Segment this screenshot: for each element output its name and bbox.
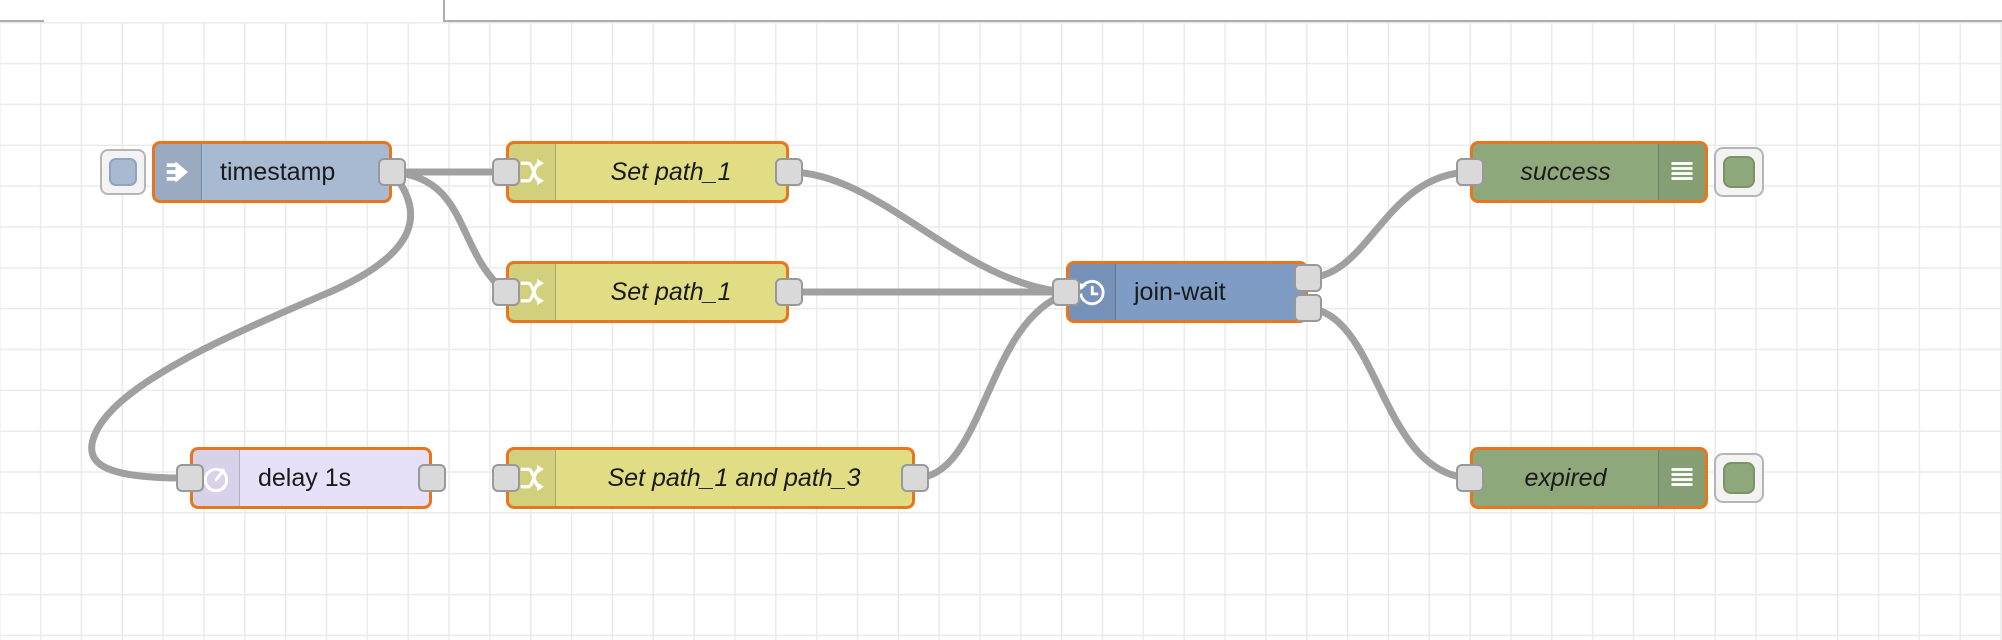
node-change-set-path1-b[interactable]: Set path_1 — [506, 261, 789, 323]
debug-lines-icon — [1658, 144, 1705, 200]
node-label-set-path1-b: Set path_1 — [610, 277, 732, 306]
flow-canvas[interactable]: timestamp Set path_1 Set path_1 — [0, 22, 2002, 640]
wire-join-to-success — [1304, 168, 1474, 282]
debug-button-inner — [1723, 462, 1755, 494]
flow-tab-bar[interactable] — [0, 0, 2002, 22]
wire-layer — [88, 168, 1474, 482]
port-input-set-path1-path3[interactable] — [492, 464, 520, 492]
wire-inject-to-set-b — [388, 168, 510, 296]
port-output-set-path1-path3[interactable] — [901, 464, 929, 492]
node-delay-1s[interactable]: delay 1s — [190, 447, 432, 509]
node-change-set-path1-path3[interactable]: Set path_1 and path_3 — [506, 447, 915, 509]
port-input-debug-expired[interactable] — [1456, 464, 1484, 492]
port-input-join-wait[interactable] — [1052, 278, 1080, 306]
wire-set-c-to-join — [911, 290, 1070, 482]
wire-join-to-expired — [1304, 304, 1474, 482]
port-output-delay-1s[interactable] — [418, 464, 446, 492]
port-input-set-path1-b[interactable] — [492, 278, 520, 306]
port-output-1-join-wait[interactable] — [1294, 294, 1322, 322]
node-label-debug-expired: expired — [1524, 463, 1607, 492]
debug-lines-icon — [1658, 450, 1705, 506]
port-output-set-path1-b[interactable] — [775, 278, 803, 306]
port-output-0-join-wait[interactable] — [1294, 264, 1322, 292]
node-label-timestamp: timestamp — [220, 157, 336, 186]
node-debug-success[interactable]: success — [1470, 141, 1708, 203]
flow-tab-left-partial[interactable] — [0, 0, 44, 22]
flow-tab-right-partial[interactable] — [443, 0, 2002, 22]
debug-toggle-button-expired[interactable] — [1714, 453, 1764, 503]
node-label-join-wait: join-wait — [1134, 277, 1226, 306]
inject-trigger-button[interactable] — [100, 149, 146, 195]
inject-arrow-icon — [155, 144, 202, 200]
node-label-delay-1s: delay 1s — [258, 463, 352, 492]
node-join-wait[interactable]: join-wait — [1066, 261, 1308, 323]
port-output-inject-timestamp[interactable] — [378, 158, 406, 186]
node-inject-timestamp[interactable]: timestamp — [152, 141, 392, 203]
port-input-debug-success[interactable] — [1456, 158, 1484, 186]
wire-inject-to-delay — [88, 168, 415, 482]
debug-toggle-button-success[interactable] — [1714, 147, 1764, 197]
port-output-set-path1-a[interactable] — [775, 158, 803, 186]
node-label-set-path1-a: Set path_1 — [610, 157, 732, 186]
node-debug-expired[interactable]: expired — [1470, 447, 1708, 509]
node-label-set-path1-path3: Set path_1 and path_3 — [607, 463, 861, 492]
debug-button-inner — [1723, 156, 1755, 188]
inject-button-inner — [109, 158, 137, 186]
node-change-set-path1-a[interactable]: Set path_1 — [506, 141, 789, 203]
node-label-debug-success: success — [1520, 157, 1611, 186]
port-input-delay-1s[interactable] — [176, 464, 204, 492]
port-input-set-path1-a[interactable] — [492, 158, 520, 186]
wire-set-a-to-join — [785, 168, 1070, 296]
